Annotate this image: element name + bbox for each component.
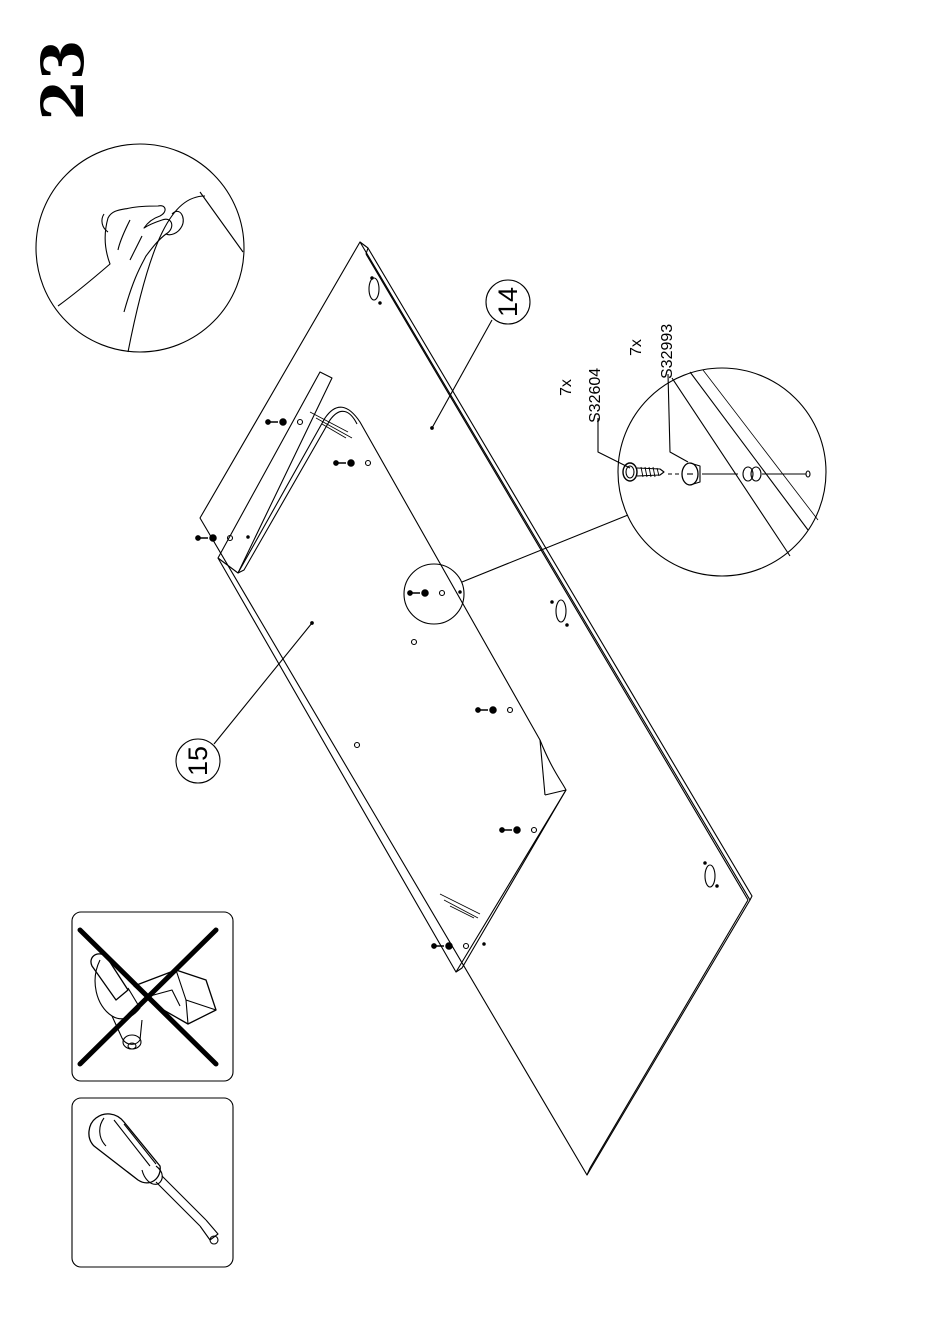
detail-callout (404, 515, 628, 624)
panel-15-drawing (218, 372, 566, 972)
cap-quantity: 7x (627, 326, 647, 356)
step-number: 23 (33, 25, 93, 135)
part-14-label: 14 (491, 272, 525, 332)
screwdriver-icon (89, 1114, 218, 1244)
detail-magnifier (598, 368, 826, 576)
screw-quantity: 7x (557, 366, 577, 396)
screw-part-code: S32604 (586, 343, 606, 423)
screw-positions (196, 419, 537, 949)
part-15-label: 15 (181, 731, 215, 791)
part-14-leader (432, 320, 492, 428)
no-power-drill-box (72, 912, 233, 1081)
hand-detail-illustration (36, 144, 244, 352)
cap-part-code: S32993 (658, 299, 678, 379)
screwdriver-box (72, 1098, 233, 1267)
